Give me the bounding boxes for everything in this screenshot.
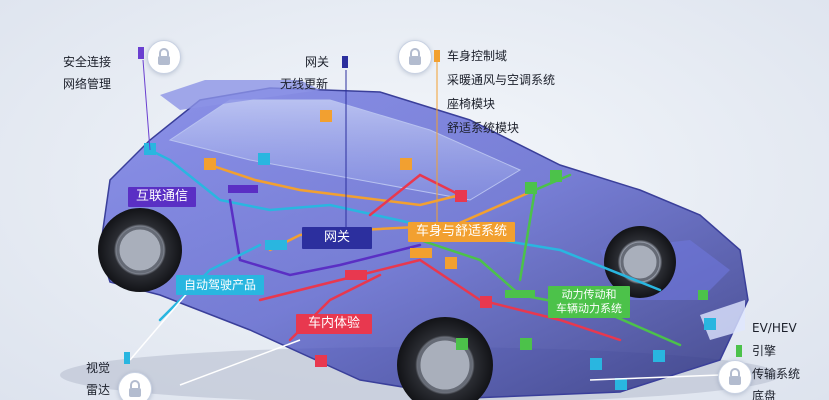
lock-icon — [398, 40, 432, 74]
label-radar: 雷达 — [86, 383, 111, 397]
label-vision: 视觉 — [86, 361, 111, 375]
legend-tick-purple — [138, 47, 144, 59]
legend-tick-navy — [342, 56, 348, 68]
label-engine: 引擎 — [752, 344, 777, 358]
windshield-glass — [168, 99, 522, 201]
label-comfort-module: 舒适系统模块 — [447, 121, 520, 135]
label-ev-hev: EV/HEV — [752, 321, 797, 335]
rear-rim — [116, 226, 164, 274]
label-network-management: 网络管理 — [63, 77, 112, 91]
front-left-rim — [417, 337, 473, 393]
car-roof — [160, 80, 320, 110]
lock-icon — [718, 360, 752, 394]
label-box-adas: 自动驾驶产品 — [176, 275, 265, 295]
label-box-body-comfort: 车身与舒适系统 — [408, 222, 516, 242]
legend-tick-cyan — [124, 352, 130, 364]
network-nodes — [144, 110, 716, 390]
leader-lines — [129, 59, 721, 386]
label-seat-module: 座椅模块 — [447, 97, 496, 111]
label-body-control-domain: 车身控制域 — [447, 49, 508, 63]
label-secure-connection: 安全连接 — [63, 55, 112, 69]
label-box-connectivity: 互联通信 — [128, 187, 197, 207]
label-chassis: 底盘 — [752, 389, 777, 400]
legend-tick-orange — [434, 50, 440, 62]
label-gateway: 网关 — [305, 55, 330, 69]
lock-icon — [118, 372, 152, 400]
label-hvac: 采暖通风与空调系统 — [447, 73, 556, 87]
legend-tick-green — [736, 345, 742, 357]
lock-icon — [147, 40, 181, 74]
label-box-powertrain: 动力传动和 车辆动力系统 — [548, 286, 630, 318]
label-transmission: 传输系统 — [752, 367, 801, 381]
label-box-powertrain-line1: 动力传动和 — [561, 288, 617, 301]
label-ota-update: 无线更新 — [280, 77, 329, 91]
label-box-gateway: 网关 — [302, 227, 373, 249]
label-box-cabin: 车内体验 — [296, 314, 373, 334]
label-box-powertrain-line2: 车辆动力系统 — [556, 302, 622, 315]
front-right-rim — [620, 242, 660, 282]
